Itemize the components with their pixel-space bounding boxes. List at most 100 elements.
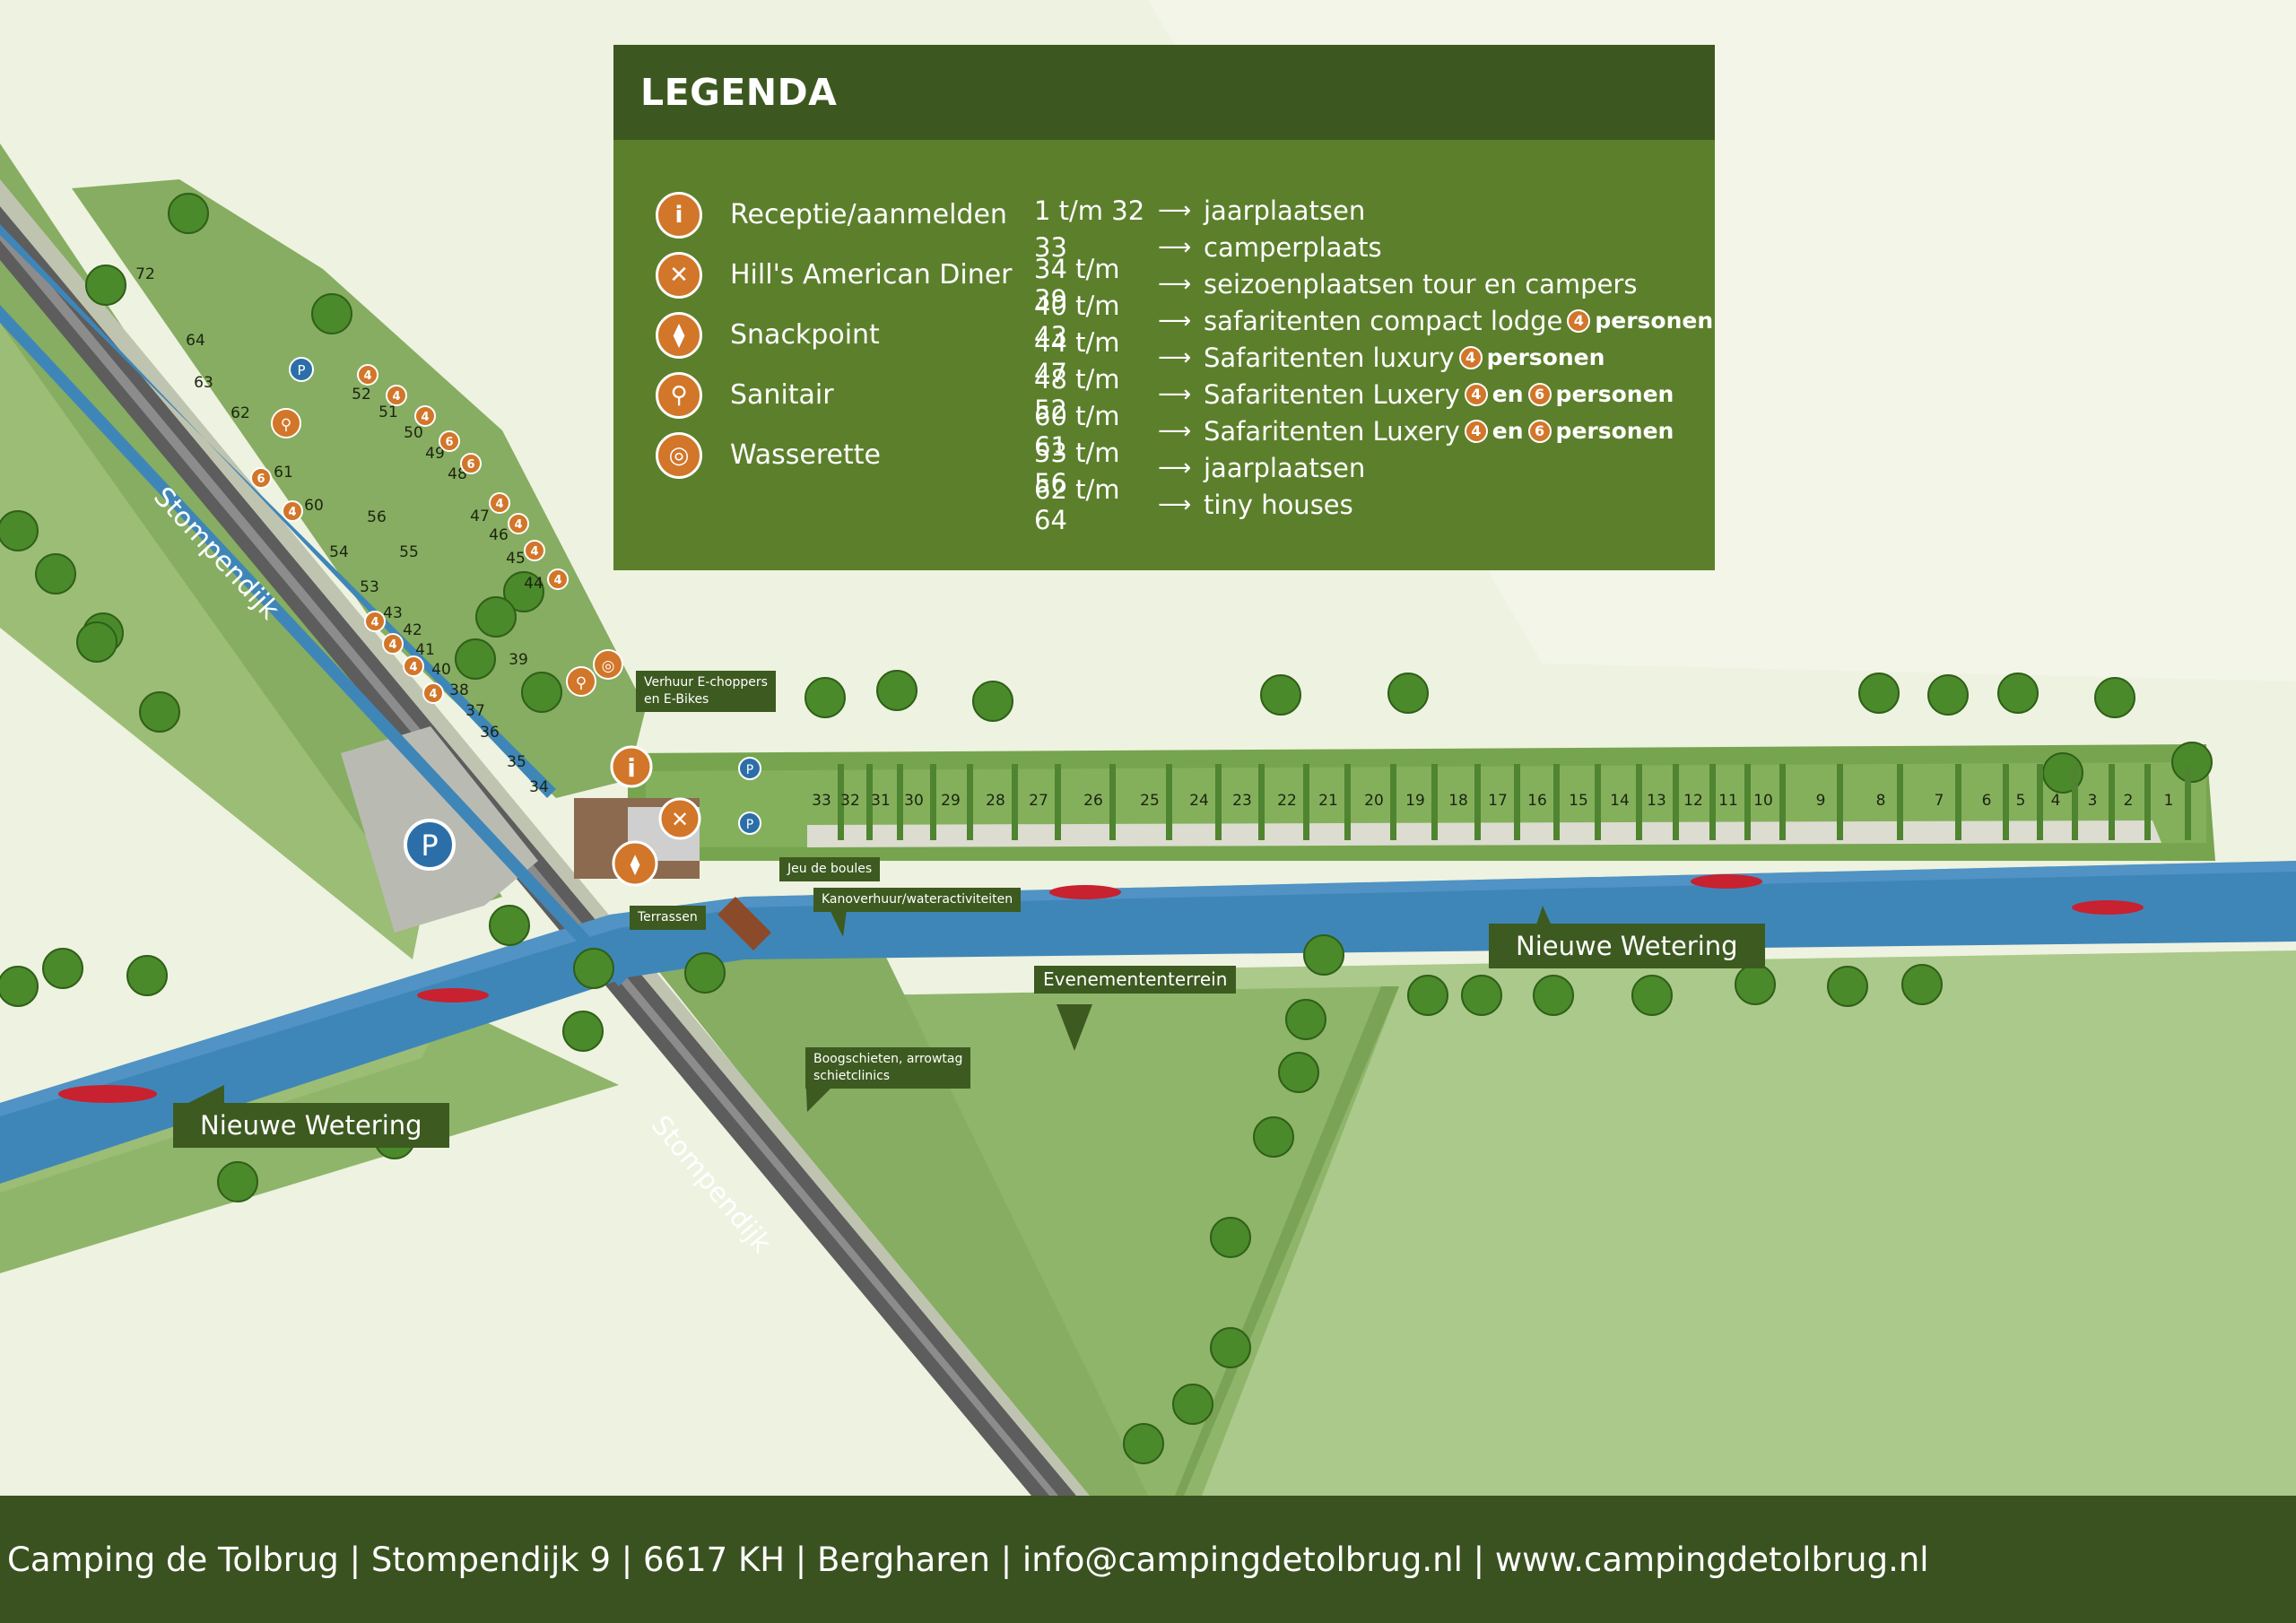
tree [489,905,530,946]
canoe [1691,874,1762,889]
plot-number: 1 [2164,792,2174,810]
tree [562,1011,604,1052]
capacity-badge: 4 [1464,382,1488,406]
tree [1210,1327,1251,1368]
legend-description: jaarplaatsen [1204,195,1365,226]
legend-joiner: en [1492,418,1524,444]
legend-icon-row: ⚲Sanitair [656,365,1013,425]
arrow-right-icon: ⟶ [1158,454,1192,482]
plot-number: 16 [1527,792,1547,810]
plot-number: 43 [383,604,403,622]
svg-text:6: 6 [466,458,474,472]
legend-icon-row: ◎Wasserette [656,425,1013,485]
plot-number: 6 [1982,792,1992,810]
restroom-icon: ⚲ [271,408,301,438]
plot-number: 56 [367,508,387,526]
capacity-badge: 4 [364,611,386,632]
tree [503,571,544,612]
hedge [2109,764,2115,840]
plot-number: 49 [425,445,445,463]
tree [1172,1384,1213,1425]
fries-icon: ⧫ [612,840,658,887]
arrow-right-icon: ⟶ [1158,307,1192,334]
hedge [930,764,936,840]
tree [1901,964,1943,1005]
legend-range: 48 t/m 52 [1034,363,1120,425]
legend-range: 60 t/m 61 [1034,400,1120,462]
tree [573,948,614,989]
fries-icon: ⧫ [656,311,702,359]
plot-number: 31 [871,792,891,810]
plot-number: 63 [194,374,213,392]
plot-number: 24 [1189,792,1209,810]
hedge [1709,764,1716,840]
plot-number: 60 [304,497,324,515]
svg-text:4: 4 [392,390,400,404]
legend-list-row: 53 t/m 56⟶jaarplaatsen [1034,438,1713,499]
hedge [1474,764,1481,840]
water-label: Nieuwe Wetering [1489,924,1765,968]
svg-text:6: 6 [257,473,265,486]
legend-desc-text: Safaritenten Luxery [1204,378,1460,410]
canoe [2072,900,2144,915]
svg-text:4: 4 [370,616,378,629]
capacity-badge: 4 [282,500,303,522]
tree [1735,964,1776,1005]
plot-number: 33 [812,792,831,810]
plot-number: 21 [1318,792,1338,810]
label-terrassen: Terrassen [630,906,706,930]
svg-text:4: 4 [530,545,538,559]
tree [0,966,39,1007]
svg-text:✕: ✕ [671,807,689,832]
plot-number: 44 [524,575,544,593]
hedge [2003,764,2009,840]
hedge [897,764,903,840]
plot-number: 30 [904,792,924,810]
svg-text:⧫: ⧫ [631,854,640,876]
tree [2171,742,2213,783]
legend-suffix: personen [1555,381,1674,407]
capacity-badge: 6 [250,467,272,489]
hedge [1779,764,1786,840]
hedge [1431,764,1438,840]
svg-text:6: 6 [445,436,453,449]
tree [1858,673,1900,714]
water-label: Nieuwe Wetering [173,1103,449,1148]
plot-number: 12 [1683,792,1703,810]
plot-number: 25 [1140,792,1160,810]
legend-suffix: personen [1555,418,1674,444]
hedge [1514,764,1520,840]
svg-text:4: 4 [288,506,296,519]
legend-icon-row: ⧫Snackpoint [656,305,1013,365]
plot-number: 40 [431,661,451,679]
legend-description: jaarplaatsen [1204,453,1365,483]
hedge [1012,764,1018,840]
plot-number: 14 [1610,792,1630,810]
plot-number: 39 [509,651,528,669]
parking-icon: P [289,357,314,382]
restroom-icon: ⚲ [656,371,702,419]
svg-text:4: 4 [409,661,417,674]
hedge [1390,764,1396,840]
plot-number: 10 [1753,792,1773,810]
svg-text:4: 4 [421,411,429,424]
arrow-right-icon: ⟶ [1158,196,1192,224]
hedge [1897,764,1903,840]
legend-desc-text: jaarplaatsen [1204,195,1366,226]
svg-text:4: 4 [388,638,396,652]
tree [972,681,1013,722]
plot-number: 19 [1405,792,1425,810]
legend-desc-text: Safaritenten luxury [1204,342,1455,373]
tree [1927,674,1969,716]
legend-desc-text: tiny houses [1204,489,1353,520]
hedge [1055,764,1061,840]
tree [804,677,846,718]
legend-desc-text: seizoenplaatsen tour en campers [1204,268,1638,299]
plot-number: 54 [329,543,349,561]
plot-number: 36 [480,724,500,742]
tree [1253,1116,1294,1158]
tree [0,510,39,551]
